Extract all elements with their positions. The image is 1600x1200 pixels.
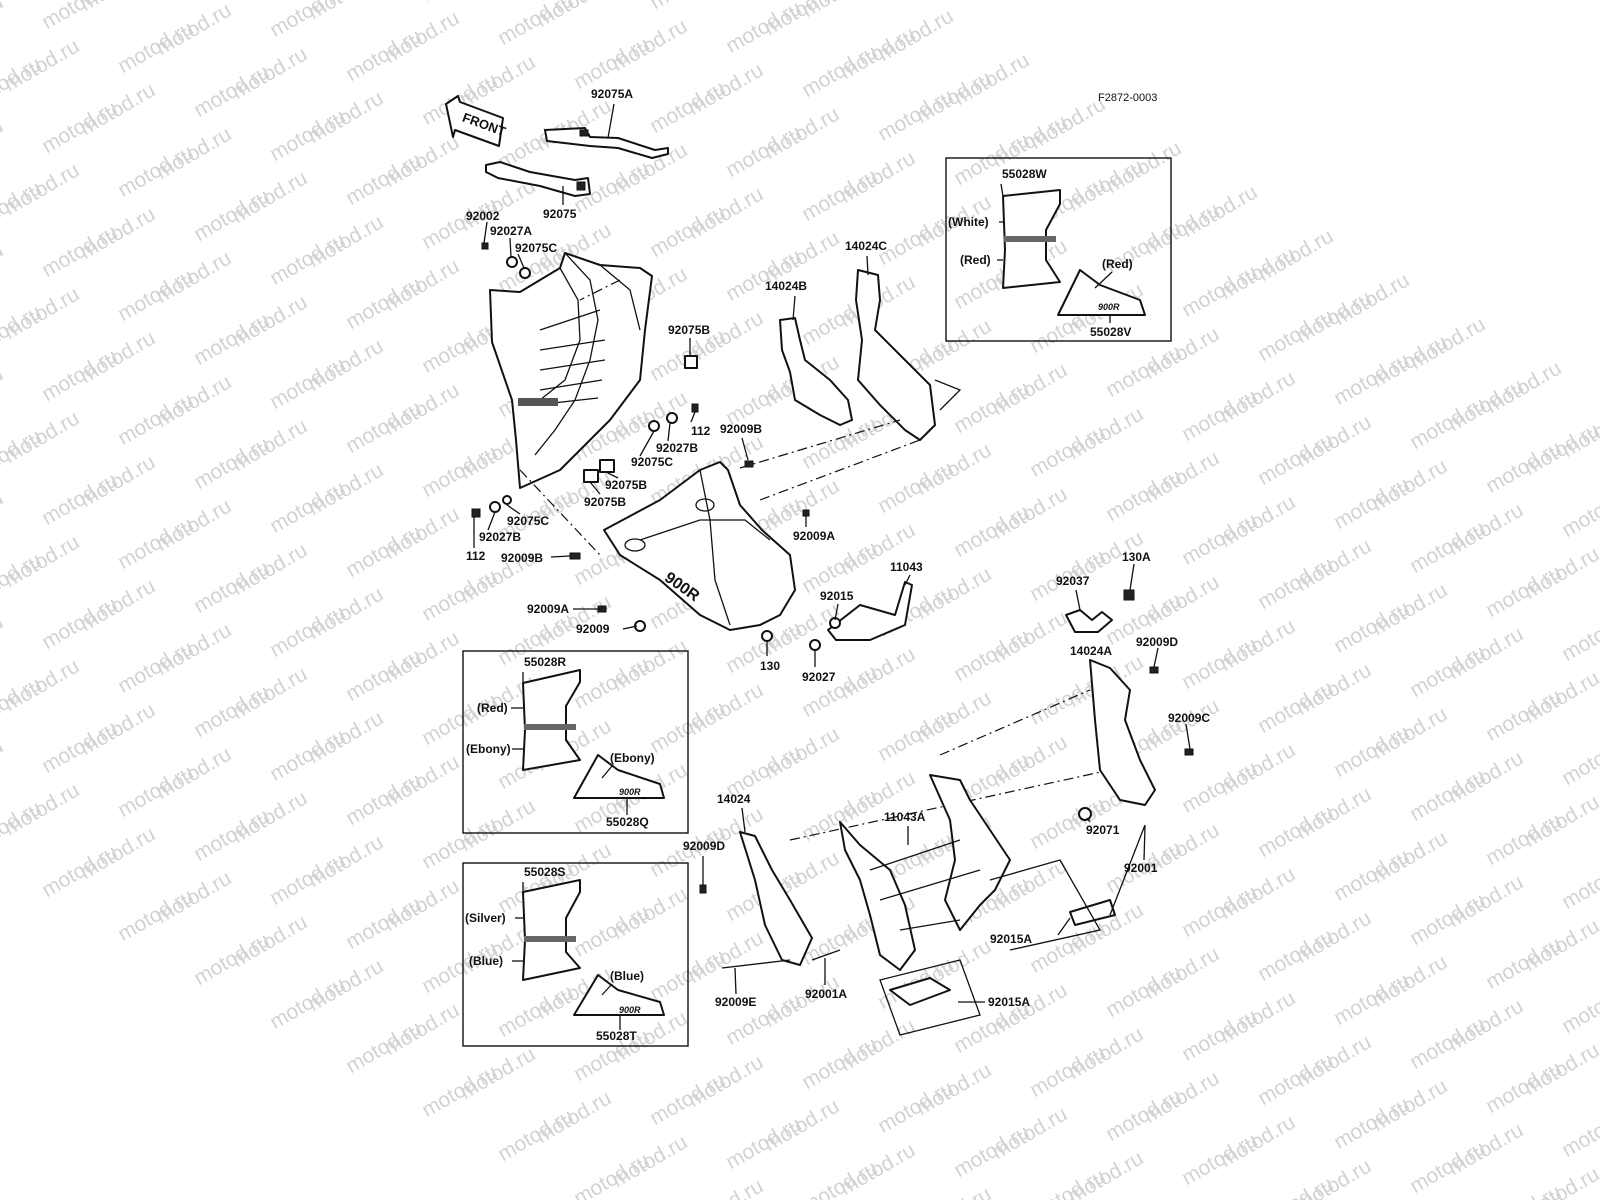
badge-900r-box2: 900R [619,787,641,797]
callout-92009d: 92009D [1136,635,1178,649]
color-side-box1: (Red) [1102,257,1133,271]
part-number-55028q: 55028Q [606,815,649,829]
bracket-14024b [779,317,853,426]
callout-92009: 92009 [576,622,610,636]
callout-92027: 92027 [802,670,836,684]
color-upper-box1: (White) [948,215,989,229]
callout-11043a: 11043A [884,810,926,824]
callout-92075b: 92075B [668,323,710,337]
color-side-box2: (Ebony) [610,751,655,765]
callout-92009e: 92009E [715,995,756,1009]
color-lower-box1: (Red) [960,253,991,267]
stay-11043 [827,581,913,641]
callout-labels: 92075A 92075 92002 92027A 92075C 92075B … [466,87,1210,1009]
callout-14024b: 14024B [765,279,807,293]
callout-92075c-3: 92075C [507,514,549,528]
color-side-box3: (Blue) [610,969,644,983]
callout-92001a: 92001A [805,987,847,1001]
callout-92027b: 92027B [656,441,698,455]
variant-box-white-red: 900R 55028W 55028V (White) (Red) (Red) [945,157,1172,342]
bracket-92075 [485,161,591,197]
part-number-55028r: 55028R [524,655,566,669]
callout-92075a: 92075A [591,87,633,101]
callout-92009a: 92009A [793,529,835,543]
callout-92001: 92001 [1124,861,1158,875]
figure-code: F2872-0003 [1098,92,1157,104]
callout-92075c-2: 92075C [631,455,673,469]
variant-box-red-ebony: 900R 55028R 55028Q (Red) (Ebony) (Ebony) [462,650,689,834]
bracket-92075a [544,127,669,159]
part-number-55028v: 55028V [1090,325,1131,339]
callout-92075b-2: 92075B [605,478,647,492]
badge-900r-box3: 900R [619,1005,641,1015]
bracket-14024c [855,269,936,441]
callout-92002: 92002 [466,209,500,223]
part-number-55028w: 55028W [1002,167,1047,181]
color-upper-box2: (Red) [477,701,508,715]
callout-92015a: 92015A [990,932,1032,946]
callout-11043: 11043 [890,560,923,574]
lower-frame-assembly [739,659,1156,1036]
callout-92009b-2: 92009B [501,551,543,565]
callout-92009b: 92009B [720,422,762,436]
callout-14024: 14024 [717,792,751,806]
callout-92009c: 92009C [1168,711,1210,725]
callout-112-2: 112 [466,549,486,563]
variant-box-silver-blue: 900R 55028S 55028T (Silver) (Blue) (Blue… [462,862,689,1047]
callout-14024a: 14024A [1070,644,1112,658]
callout-92075: 92075 [543,207,577,221]
callout-92071: 92071 [1086,823,1120,837]
callout-92009a-2: 92009A [527,602,569,616]
part-number-55028s: 55028S [524,865,565,879]
callout-130: 130 [760,659,780,673]
callout-92027a: 92027A [490,224,532,238]
color-upper-box3: (Silver) [465,911,506,925]
clamp-92037 [1065,609,1113,633]
hardware-fasteners [471,242,1194,969]
front-arrow-icon: FRONT [445,95,508,147]
callout-92015: 92015 [820,589,854,603]
callout-112: 112 [691,424,711,438]
color-lower-box3: (Blue) [469,954,503,968]
badge-900r-box1: 900R [1098,302,1120,312]
callout-92075c: 92075C [515,241,557,255]
callout-92015a-2: 92015A [988,995,1030,1009]
callout-92027b-2: 92027B [479,530,521,544]
callout-92009d-2: 92009D [683,839,725,853]
callout-14024c: 14024C [845,239,887,253]
callout-92037: 92037 [1056,574,1090,588]
leader-lines [473,183,1191,1030]
callout-130a: 130A [1122,550,1151,564]
left-fairing-panel [489,252,653,489]
part-number-55028t: 55028T [596,1029,637,1043]
color-lower-box2: (Ebony) [466,742,511,756]
callout-92075b-3: 92075B [584,495,626,509]
